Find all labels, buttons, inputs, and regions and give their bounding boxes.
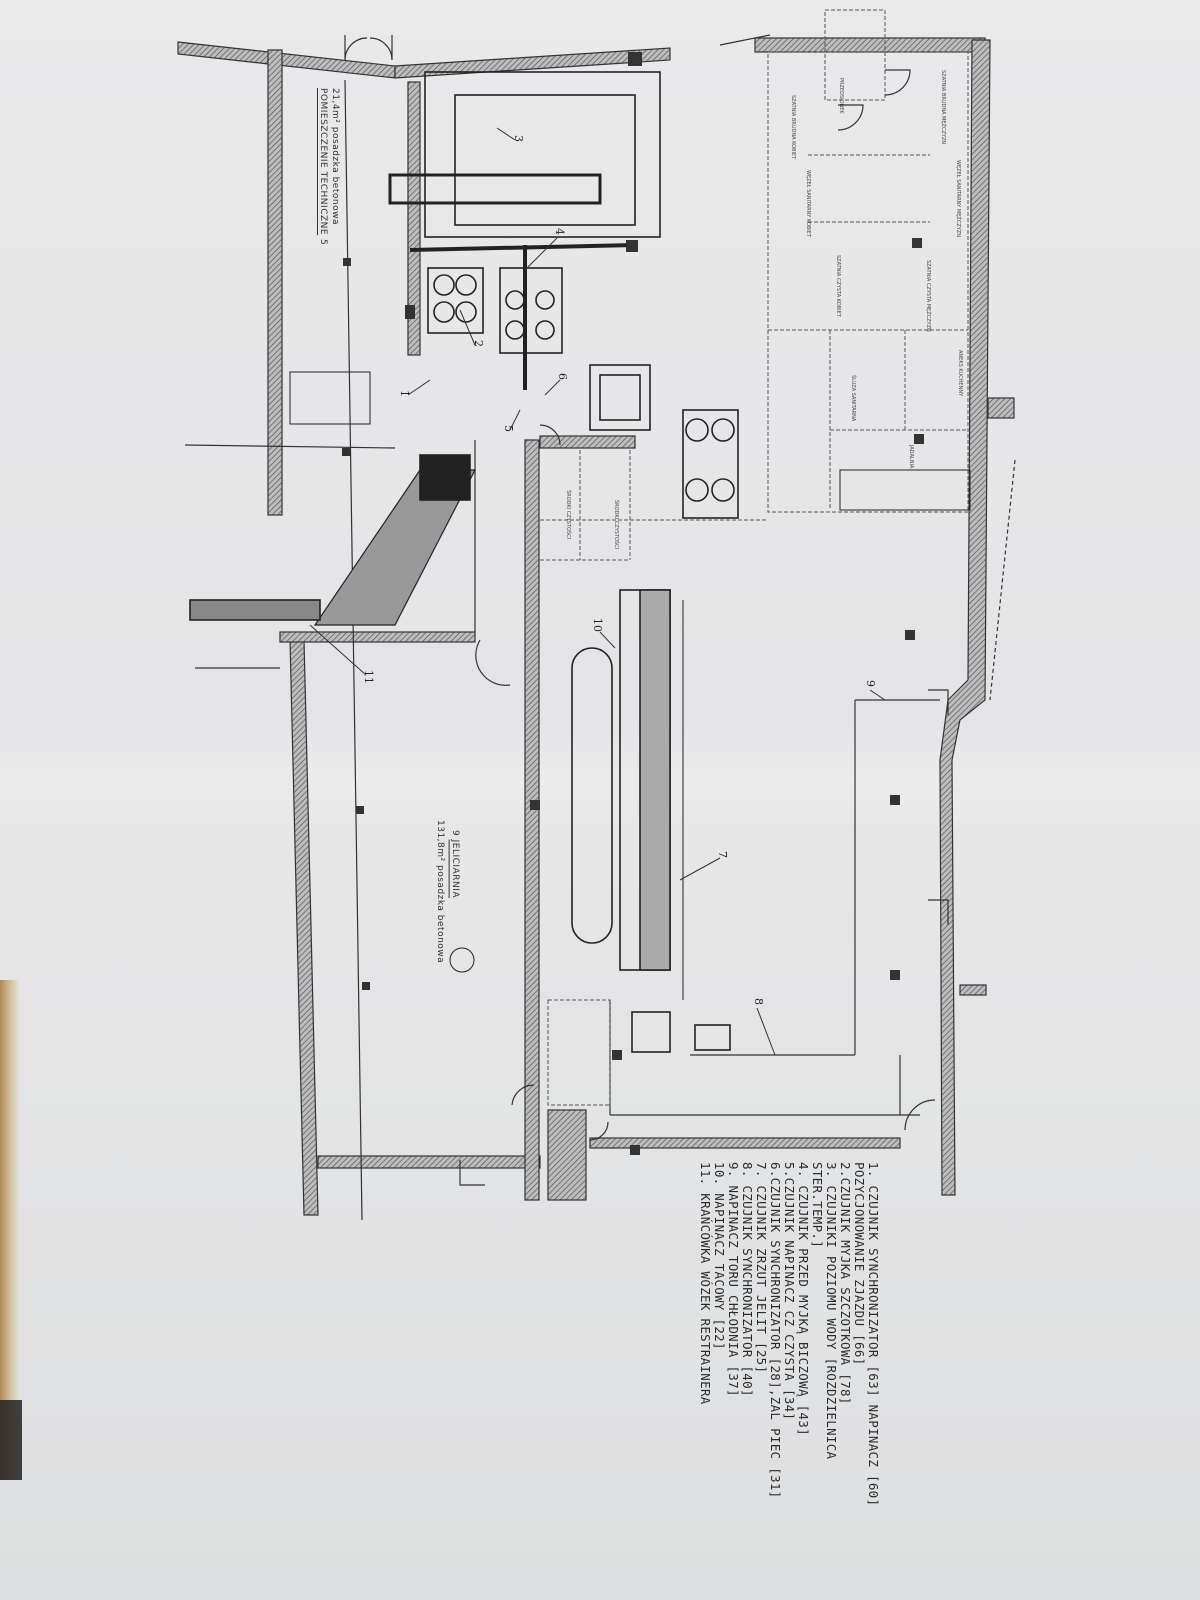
legend-line: 9. NAPINACZ TORU CHŁODNIA [37] [726,1162,741,1397]
marker-1: 1 [398,390,411,397]
room-dirty-changing-women: SZATNIA BRUDNA KOBIET [790,95,796,160]
legend-line: 3. CZUJNIKI POZIOMU WODY [ROZDZIELNICA [824,1162,839,1460]
room-dining: JADALNIA [908,445,914,469]
marker-2: 2 [472,340,485,347]
room-clean-changing-men: SZATNIA CZYSTA MĘŻCZYZN [925,260,931,332]
room-area: 21,4m² [330,88,340,124]
legend-line: 10. NAPINACZ TACOWY [22] [712,1162,727,1350]
legend-line: 6.CZUJNIK SYNCHRONIZATOR [28],ZAL PIEC [… [768,1162,783,1499]
room-label-gut-room: 9 JELICIARNIA [450,830,460,898]
legend-line: 5.CZUJNIK NAPINACZ CZ CZYSTA [34] [782,1162,797,1421]
legend-line: STER.TEMP.] [810,1162,825,1249]
columns [342,52,924,1155]
marker-7: 7 [716,851,729,858]
leader-lines [309,127,886,1056]
legend-line: 7. CZUJNIK ZRZUT JELIT [25] [754,1162,769,1374]
thin-lines [184,34,1016,1221]
walls [177,37,1015,1216]
room-sanitary-lock: ŚLUZA SANITARNA [850,375,856,422]
legend-line: 2.CZUJNIK MYJKA SZCZOTKOWA [78] [838,1162,853,1405]
room-number: 5 [318,239,328,246]
legend-line: 11. KRAŃCÓWKA WÓZEK RESTRAINERA [698,1162,713,1405]
equipment [189,71,971,1053]
room-cleaning-supplies-1: ŚRODKI CZYSTOŚCI [565,490,571,540]
room-area-technical: 21,4m² posadzka betonowa [330,88,340,225]
doors [344,35,949,1186]
legend-line: 4. CZUJNIK PRZED MYJKĄ BICZOWĄ [43] [796,1162,811,1436]
room-clean-changing-women: SZATNIA CZYSTA KOBIET [835,255,841,317]
marker-6: 6 [556,373,569,380]
marker-5: 5 [502,425,515,432]
room-number: 9 [450,830,460,837]
room-name: POMIESZCZENIE TECHNICZNE [318,88,328,236]
room-area-gut-room: 131,8m² posadzka betonowa [435,820,445,963]
room-vestibule: PRZEDSIONEK [838,78,844,114]
marker-10: 10 [591,618,604,632]
marker-11: 11 [362,670,375,684]
room-kitchenette: ANEKS KUCHENNY [957,350,963,397]
marker-3: 3 [512,135,525,142]
sensor-legend: 1. CZUJNIK SYNCHRONIZATOR [63] NAPINACZ … [698,1162,881,1582]
legend-line: 1. CZUJNIK SYNCHRONIZATOR [63] NAPINACZ … [866,1162,881,1507]
marker-8: 8 [752,998,765,1005]
room-dirty-changing-men: SZATNIA BRUDNA MĘŻCZYZN [940,70,946,145]
room-floor: posadzka betonowa [435,865,445,964]
room-name: JELICIARNIA [450,839,460,899]
legend-line: 8. CZUJNIK SYNCHRONIZATOR [40] [740,1162,755,1397]
legend-line: POZYCJONOWANIE ZJAZDU [66] [852,1162,867,1366]
room-sanitary-women: WĘZEŁ SANITARNY KOBIET [805,170,811,237]
table-edge [0,980,20,1480]
room-label-technical: 5 POMIESZCZENIE TECHNICZNE [318,88,328,245]
dashed-partitions [540,9,969,1106]
room-area: 131,8m² [435,820,445,862]
room-cleaning-supplies-2: ŚRODKI CZYSTOŚCI [613,500,619,550]
marker-9: 9 [864,680,877,687]
table-edge-dark [0,1400,22,1480]
room-sanitary-men: WĘZEŁ SANITARNY MĘŻCZYZN [955,160,961,237]
room-floor: posadzka betonowa [330,126,340,225]
marker-4: 4 [553,228,566,235]
